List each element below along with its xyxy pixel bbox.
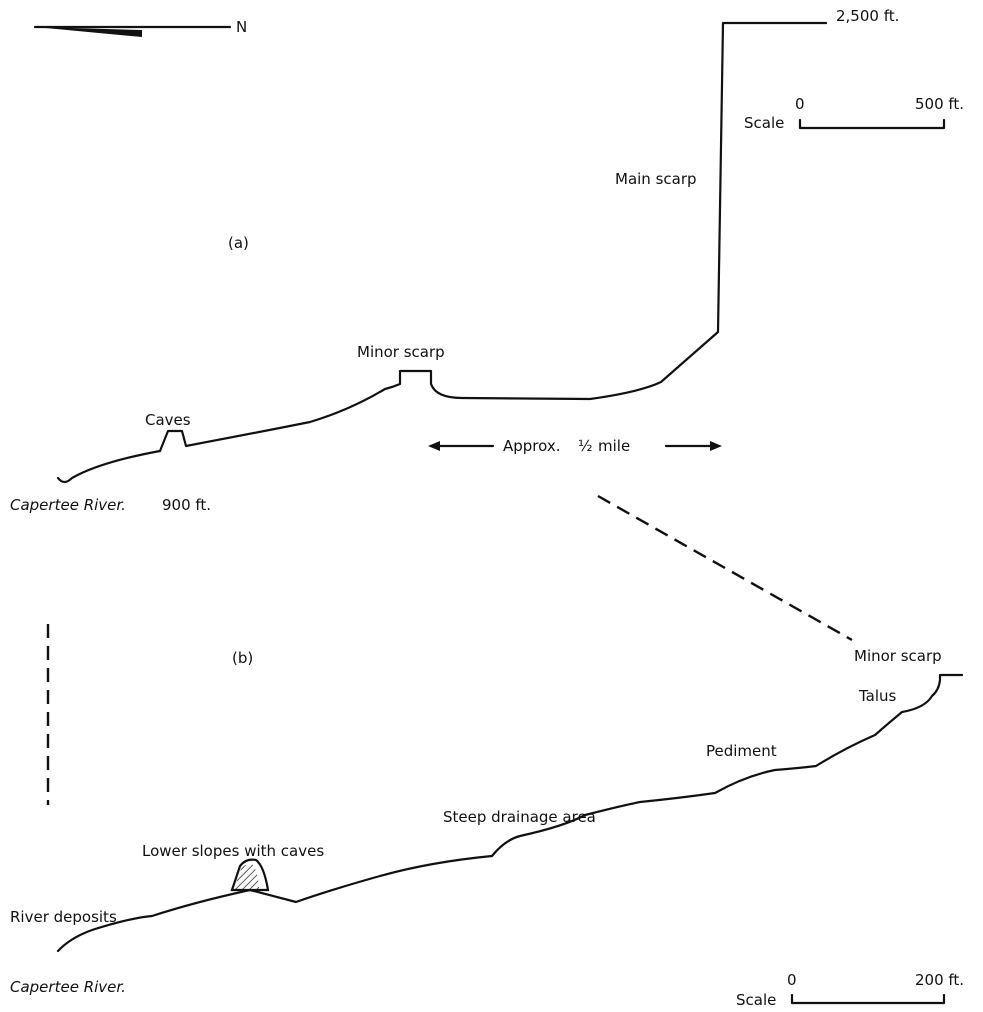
river-elevation-label: 900 ft. (162, 496, 211, 514)
minor-scarp-a-label: Minor scarp (357, 343, 445, 361)
scale-a-label: Scale (744, 114, 784, 132)
scale-b-min: 0 (787, 971, 797, 989)
cave-hatching (234, 863, 259, 889)
minor-scarp-b-label: Minor scarp (854, 647, 942, 665)
scale-b-label: Scale (736, 991, 776, 1009)
north-arrow: N (33, 18, 247, 37)
scale-a-bar (798, 118, 946, 130)
distance-arrow-left-head (428, 441, 440, 451)
north-label: N (236, 18, 247, 36)
lower-slopes-label: Lower slopes with caves (142, 842, 324, 860)
north-arrow-pointer (35, 27, 142, 37)
steep-drainage-label: Steep drainage area (443, 808, 596, 826)
distance-arrow-right-head (710, 441, 722, 451)
scale-b: Scale 0 200 ft. (736, 971, 964, 1009)
cave-arch-outline (230, 858, 270, 892)
section-connector-line (597, 494, 853, 642)
profile-a-ground-line (56, 21, 828, 484)
distance-label: Approx. (503, 437, 561, 455)
river-a-label: Capertee River. (10, 496, 126, 514)
scale-b-max: 200 ft. (915, 971, 964, 989)
scale-a-min: 0 (795, 95, 805, 113)
scale-a-max: 500 ft. (915, 95, 964, 113)
distance-indicator: Approx. ½ mile (428, 437, 722, 455)
cave-icon (230, 858, 270, 892)
panel-b-label: (b) (232, 649, 253, 667)
pediment-label: Pediment (706, 742, 777, 760)
river-b-label: Capertee River. (10, 978, 126, 996)
talus-label: Talus (858, 687, 897, 705)
main-scarp-label: Main scarp (615, 170, 697, 188)
profile-b-ground-line (56, 673, 964, 953)
scale-b-bar (790, 993, 946, 1005)
distance-unit: mile (598, 437, 630, 455)
elevation-top-label: 2,500 ft. (836, 7, 899, 25)
distance-fraction: ½ (578, 437, 593, 455)
scale-a: Scale 0 500 ft. (744, 95, 964, 132)
caves-label: Caves (145, 411, 191, 429)
panel-a-label: (a) (228, 234, 249, 252)
river-deposits-label: River deposits (10, 908, 117, 926)
